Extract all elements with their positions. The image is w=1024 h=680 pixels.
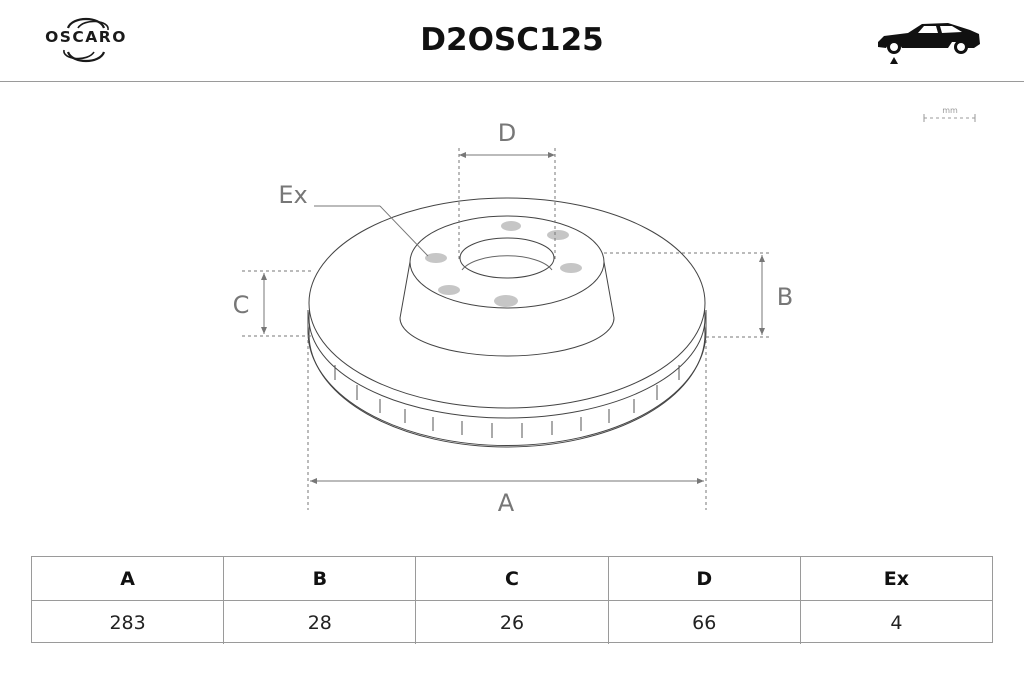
page-title: D2OSC125 bbox=[420, 22, 604, 58]
oscaro-logo[interactable]: OSCARO bbox=[38, 14, 134, 66]
bolt-holes bbox=[425, 221, 582, 307]
brand-name: OSCARO bbox=[45, 28, 127, 46]
dimension-label-b: B bbox=[777, 283, 793, 311]
table-header-row: A B C D Ex bbox=[32, 557, 992, 601]
table-cell: 28 bbox=[224, 601, 417, 644]
table-row: 283 28 26 66 4 bbox=[32, 601, 992, 644]
brake-disc bbox=[307, 197, 707, 448]
dimension-arrows bbox=[261, 152, 765, 484]
table-cell: 66 bbox=[609, 601, 801, 644]
dimension-label-d: D bbox=[498, 119, 516, 147]
dimension-label-a: A bbox=[498, 489, 515, 517]
dimension-label-ex: Ex bbox=[278, 181, 307, 209]
table-header-cell: C bbox=[416, 557, 609, 600]
dimensions-table: A B C D Ex 283 28 26 66 4 bbox=[31, 556, 993, 644]
dimension-lines bbox=[242, 148, 771, 510]
header: OSCARO D2OSC125 bbox=[0, 0, 1024, 82]
table-cell: 4 bbox=[890, 611, 903, 634]
table-header-cell: B bbox=[224, 557, 417, 600]
logo-swoosh-icon bbox=[63, 17, 109, 63]
dimension-label-c: C bbox=[233, 291, 250, 319]
brake-disc-diagram: mm bbox=[233, 106, 976, 517]
table-header-cell: D bbox=[609, 557, 801, 600]
unit-label: mm bbox=[942, 106, 958, 115]
car-icon bbox=[878, 23, 980, 64]
table-header-cell: A bbox=[32, 557, 225, 600]
header-divider bbox=[0, 81, 1024, 82]
table-cell: 26 bbox=[416, 601, 609, 644]
table-header-cell: Ex bbox=[883, 567, 910, 590]
scale-indicator: mm bbox=[923, 106, 976, 122]
table-cell: 283 bbox=[32, 601, 225, 644]
